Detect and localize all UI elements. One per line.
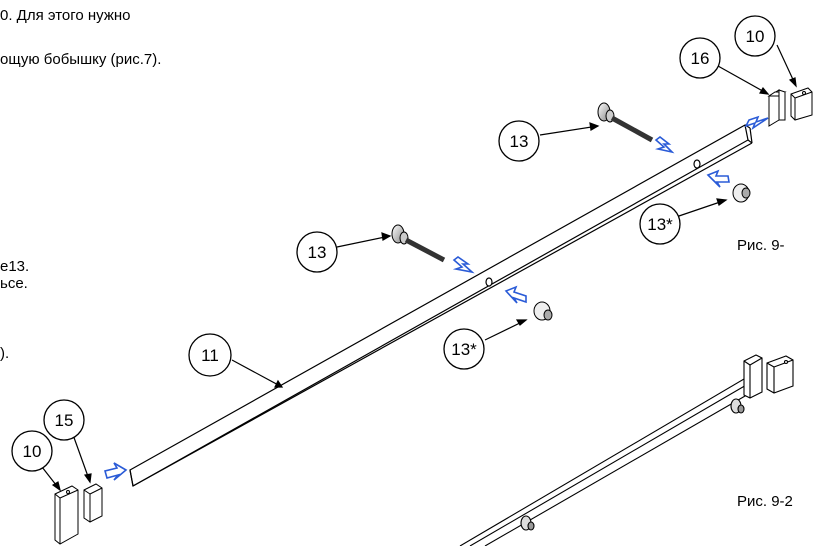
text-line-1: 0. Для этого нужно xyxy=(0,7,131,24)
assembled-rail-figure xyxy=(459,354,794,546)
text-line-3: е13. xyxy=(0,258,30,275)
callout-circle-10-top xyxy=(734,15,776,57)
callout-circle-10-bottom xyxy=(11,430,53,472)
callout-circle-13s-a xyxy=(639,203,681,245)
rail-11 xyxy=(129,124,753,487)
callout-circle-15 xyxy=(43,399,85,441)
block-10-top xyxy=(790,87,813,121)
callout-13-a: 13 xyxy=(510,132,529,151)
figure-caption-1: Рис. 9- xyxy=(737,237,785,254)
arrow-to-block-top xyxy=(744,115,769,131)
nut-13s-middle xyxy=(533,301,553,321)
text-line-2: ощую бобышку (рис.7). xyxy=(0,51,162,68)
arrow-bolt-top xyxy=(654,135,675,154)
callout-circles xyxy=(11,15,776,472)
arrow-to-rail-bottom xyxy=(104,462,128,481)
text-line-5: ). xyxy=(0,345,10,362)
arrow-nut-top xyxy=(706,169,730,188)
arrow-nut-middle xyxy=(504,285,527,304)
callout-circle-13-a xyxy=(498,120,540,162)
callout-labels: 10 16 13 13* 13 13* 11 15 10 xyxy=(23,27,765,461)
callout-15: 15 xyxy=(55,411,74,430)
callout-circle-13-b xyxy=(296,231,338,273)
arrow-bolt-middle xyxy=(452,256,475,274)
callout-circle-13s-b xyxy=(443,328,485,370)
callout-10-bottom: 10 xyxy=(23,442,42,461)
callout-16: 16 xyxy=(691,49,710,68)
figure-caption-2: Рис. 9-2 xyxy=(737,493,793,510)
text-line-4: ьсе. xyxy=(0,275,28,292)
bolt-13-middle xyxy=(391,224,446,263)
callout-11: 11 xyxy=(201,346,219,365)
assembly-arrows xyxy=(104,115,769,481)
callout-10-top: 10 xyxy=(746,27,765,46)
nut-13s-top xyxy=(732,183,751,203)
block-10-bottom xyxy=(54,485,79,545)
callout-13s-a: 13* xyxy=(647,215,673,234)
callout-circle-11 xyxy=(188,333,232,377)
callout-circle-16 xyxy=(679,37,721,79)
bolt-13-top xyxy=(597,102,654,143)
block-16-top xyxy=(767,89,787,127)
leader-lines xyxy=(41,44,797,492)
block-15-bottom xyxy=(83,483,103,523)
callout-13s-b: 13* xyxy=(451,340,477,359)
callout-13-b: 13 xyxy=(308,243,327,262)
